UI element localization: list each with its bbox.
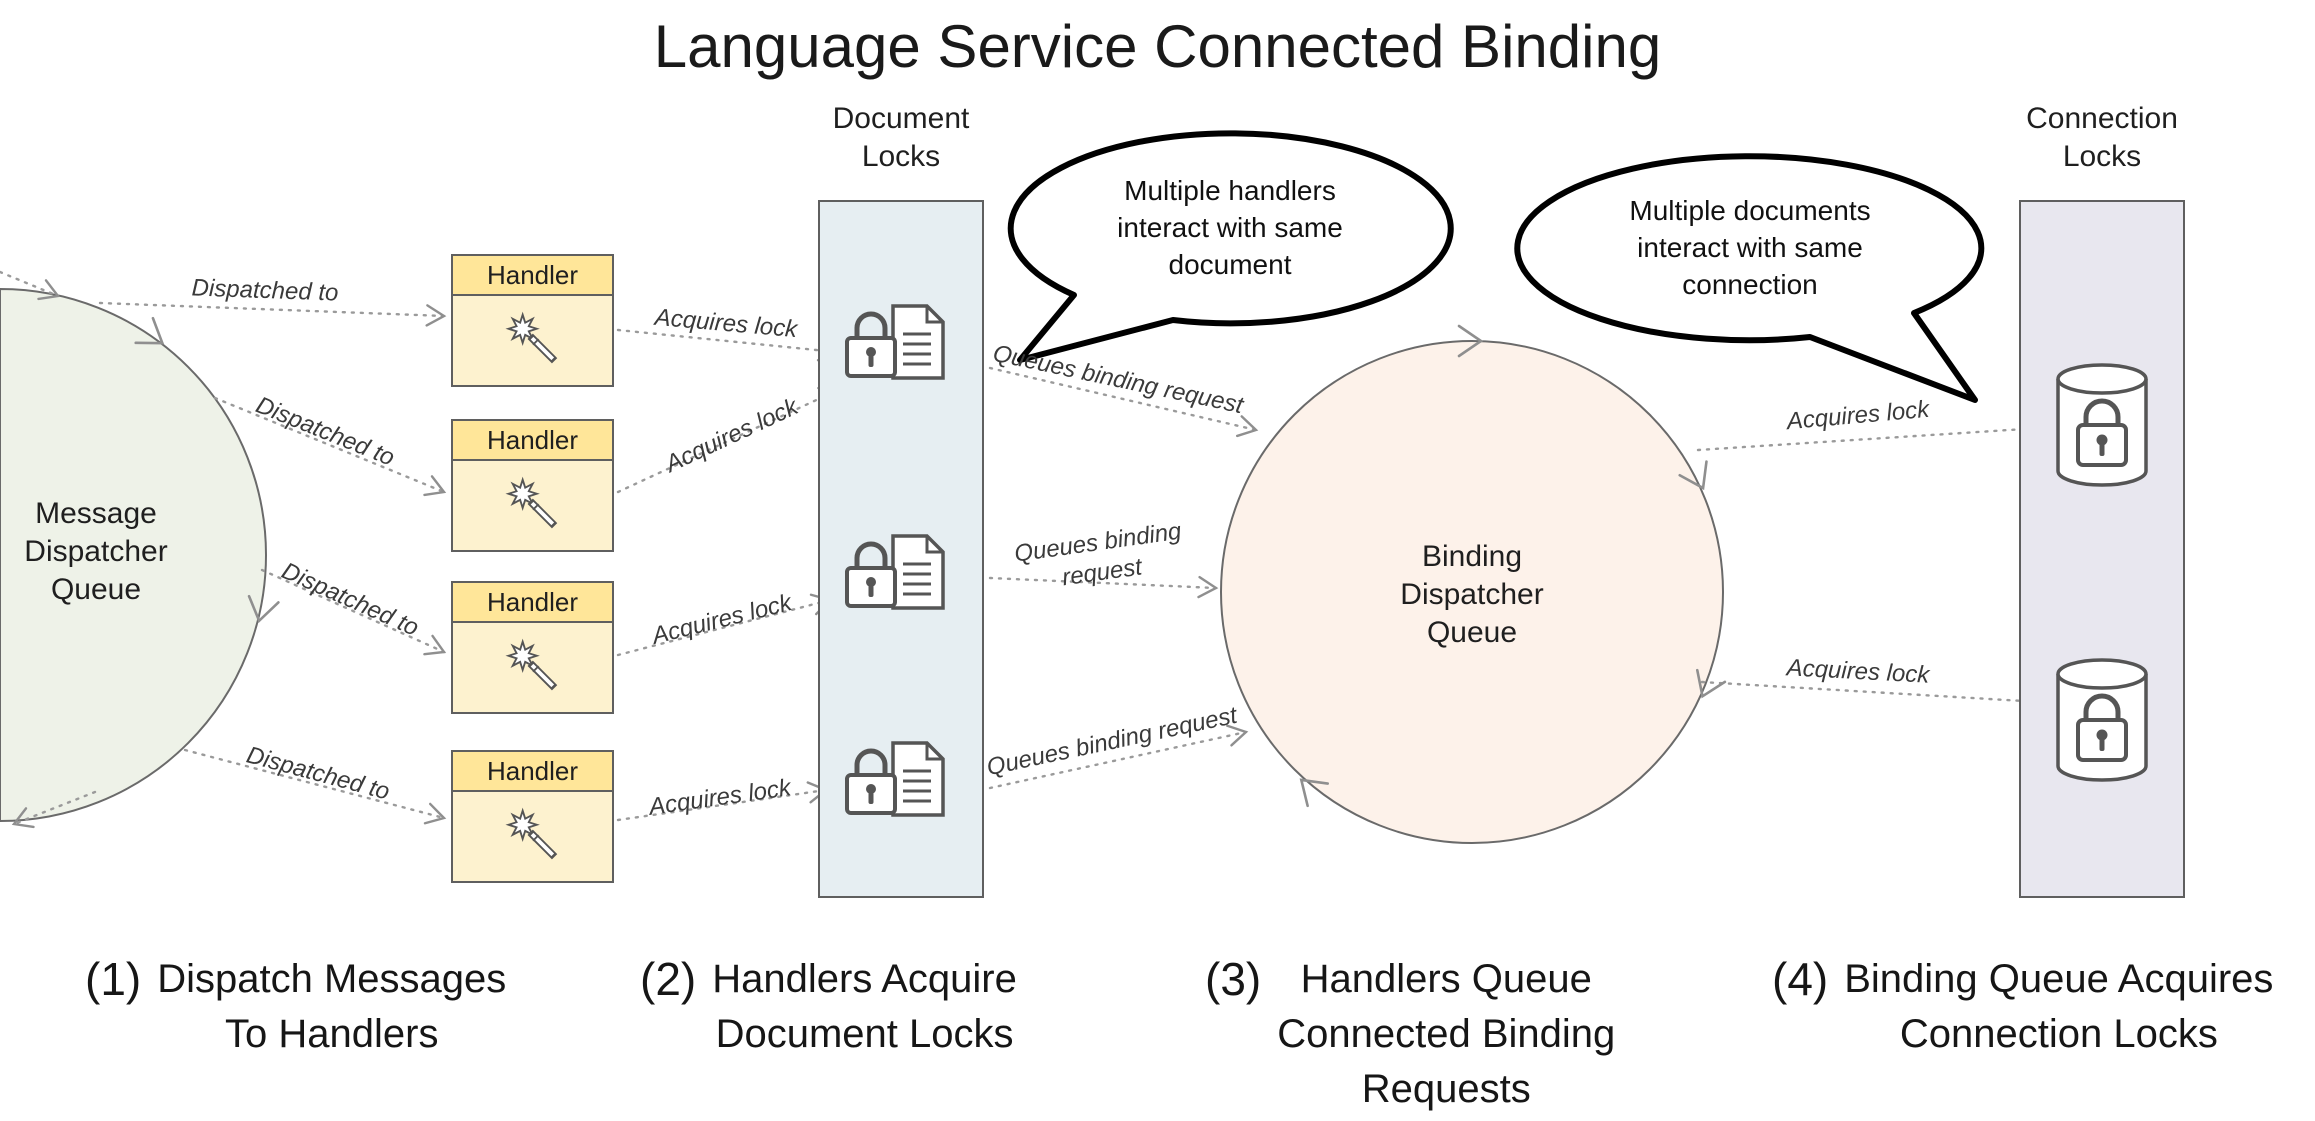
speech-bubble-documents-connection-text: Multiple documents interact with same co… <box>1629 195 1871 300</box>
handler-title: Handler <box>453 421 612 461</box>
speech-bubble-documents-connection <box>1514 153 1985 403</box>
document-locks-label: Document Locks <box>832 102 970 173</box>
caption-2: (2) Handlers Acquire Document Locks <box>640 952 1017 1062</box>
document-lock-icon <box>845 534 945 610</box>
diagram-title: Language Service Connected Binding <box>653 13 1662 80</box>
caption-number: (4) <box>1772 953 1829 1005</box>
database-lock-icon <box>2056 658 2148 782</box>
queues-binding-request-arrows <box>988 366 1259 790</box>
caption-1: (1) Dispatch Messages To Handlers <box>85 952 506 1062</box>
document-lock-icon <box>845 741 945 817</box>
caption-text: Binding Queue Acquires Connection Locks <box>1844 957 2274 1056</box>
acquires-document-lock-arrows <box>616 328 841 822</box>
handler-body <box>453 623 612 712</box>
handler-title: Handler <box>453 583 612 623</box>
magic-wand-icon <box>504 638 557 690</box>
caption-text: Handlers Queue Connected Binding Request… <box>1277 957 1616 1111</box>
edge-label-dispatched-to: Dispatched to <box>191 274 339 307</box>
magic-wand-icon <box>504 807 557 859</box>
caption-4: (4) Binding Queue Acquires Connection Lo… <box>1772 952 2273 1062</box>
caption-number: (1) <box>85 953 142 1005</box>
message-dispatcher-queue-circle <box>0 287 267 823</box>
magic-wand-icon <box>504 311 557 363</box>
handler-body <box>453 792 612 881</box>
binding-dispatcher-queue-circle <box>1220 340 1724 844</box>
handler-body <box>453 461 612 550</box>
database-lock-icon <box>2056 363 2148 487</box>
speech-bubble-handlers-document <box>1007 130 1454 363</box>
caption-text: Handlers Acquire Document Locks <box>712 957 1017 1056</box>
connection-locks-panel <box>2019 200 2185 898</box>
connection-locks-label: Connection Locks <box>2026 102 2178 173</box>
speech-bubble-handlers-document-text: Multiple handlers interact with same doc… <box>1117 175 1343 280</box>
document-lock-icon <box>845 304 945 380</box>
queue-rotation-chevrons <box>134 316 1727 808</box>
caption-3: (3) Handlers Queue Connected Binding Req… <box>1205 952 1615 1117</box>
handler-body <box>453 296 612 385</box>
caption-number: (2) <box>640 953 697 1005</box>
handler-title: Handler <box>453 752 612 792</box>
handler-box-1: Handler <box>451 254 614 387</box>
caption-text: Dispatch Messages To Handlers <box>157 957 507 1056</box>
dispatched-to-arrows <box>98 301 447 825</box>
caption-number: (3) <box>1205 953 1262 1005</box>
message-dispatcher-queue-label: Message Dispatcher Queue <box>24 497 168 606</box>
handler-box-2: Handler <box>451 419 614 552</box>
magic-wand-icon <box>504 476 557 528</box>
message-queue-entry-exit-arrows <box>0 270 97 829</box>
binding-dispatcher-queue-label: Binding Dispatcher Queue <box>1400 540 1544 649</box>
handler-box-4: Handler <box>451 750 614 883</box>
handler-box-3: Handler <box>451 581 614 714</box>
handler-title: Handler <box>453 256 612 296</box>
